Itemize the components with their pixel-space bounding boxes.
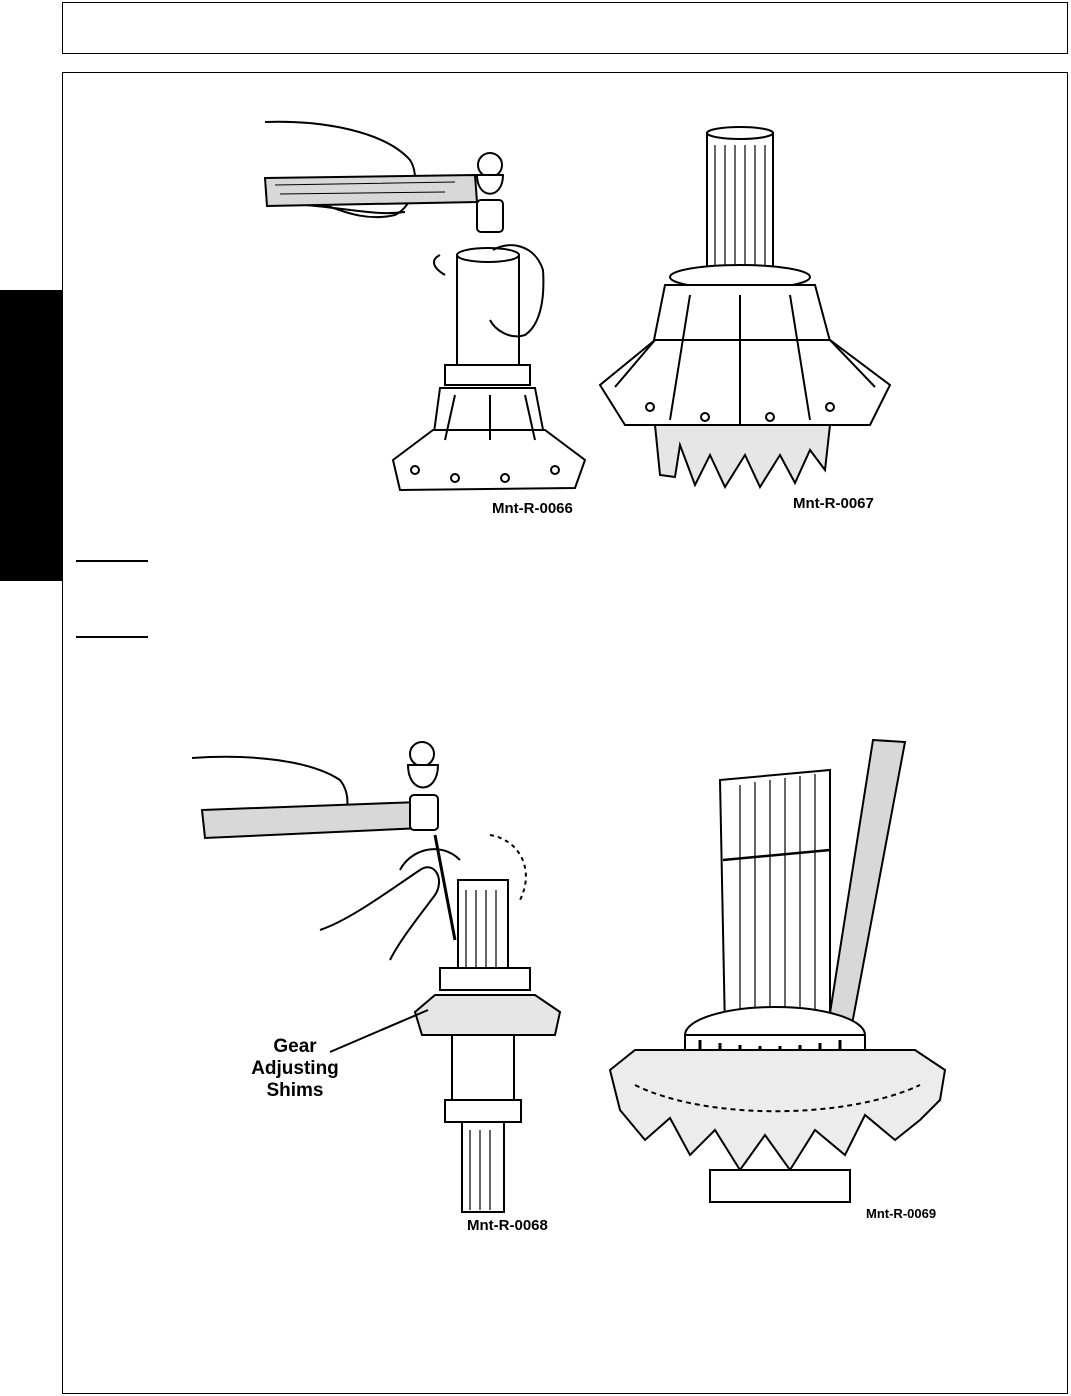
figure-mnt-r-0066 [263, 120, 587, 492]
section-tab [0, 290, 63, 581]
step-rule-2 [76, 636, 148, 638]
figure-mnt-r-0068 [191, 741, 562, 1213]
content-frame [62, 72, 1068, 1394]
figure-caption-mnt-r-0066: Mnt-R-0066 [492, 500, 573, 517]
gear-adjusting-shims-callout: Gear Adjusting Shims [240, 1036, 350, 1102]
callout-line-2: Adjusting [251, 1058, 339, 1079]
callout-line-3: Shims [266, 1080, 324, 1101]
callout-line-1: Gear [273, 1036, 317, 1057]
figure-caption-mnt-r-0069: Mnt-R-0069 [866, 1206, 937, 1221]
step-rule-1 [76, 560, 148, 562]
figure-mnt-r-0067 [598, 126, 892, 490]
figure-mnt-r-0069 [608, 738, 947, 1203]
figure-caption-mnt-r-0068: Mnt-R-0068 [467, 1217, 548, 1234]
page-header-box [62, 2, 1068, 54]
figure-caption-mnt-r-0067: Mnt-R-0067 [793, 495, 874, 512]
